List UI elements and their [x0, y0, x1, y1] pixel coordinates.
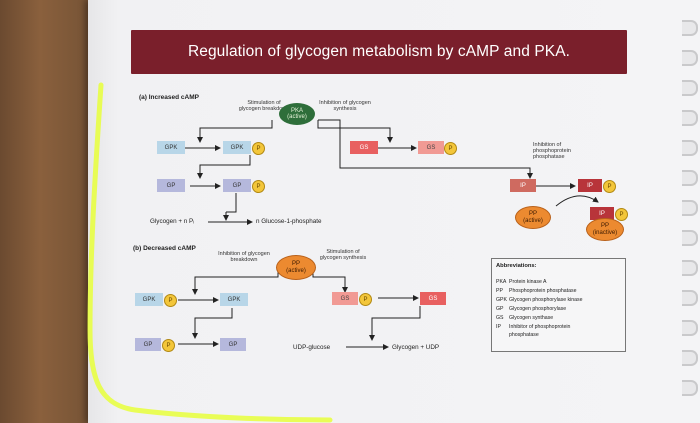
- section-a-heading: (a) Increased cAMP: [139, 94, 199, 101]
- abbr-key: IP: [496, 324, 501, 330]
- gp-p-box-b: GP: [135, 338, 161, 351]
- glucose-1-phosphate-text: n Glucose-1-phosphate: [256, 218, 322, 225]
- abbreviation-row: GP Glycogen phosphorylase: [496, 306, 566, 312]
- gpk-p-box-b: GPK: [135, 293, 163, 306]
- gp-p-box: GP: [223, 179, 251, 192]
- binder-ring: [682, 320, 698, 336]
- binder-ring: [682, 230, 698, 246]
- abbr-key: PP: [496, 288, 503, 294]
- gp-box: GP: [157, 179, 185, 192]
- glycogen-udp-text: Glycogen + UDP: [392, 344, 440, 351]
- abbreviation-row: phosphatase: [496, 332, 539, 338]
- gpk-box: GPK: [157, 141, 185, 154]
- phosphate-icon: P: [444, 142, 457, 155]
- abbr-value: Protein kinase A: [509, 279, 547, 285]
- binder-ring: [682, 80, 698, 96]
- phosphate-icon: P: [615, 208, 628, 221]
- binder-ring: [682, 20, 698, 36]
- binder-ring: [682, 260, 698, 276]
- udp-glucose-text: UDP-glucose: [293, 344, 331, 351]
- ip-p-bound-box: IP: [590, 207, 614, 220]
- abbreviation-row: PP Phosphoprotein phosphatase: [496, 288, 577, 294]
- page-title: Regulation of glycogen metabolism by cAM…: [187, 43, 571, 60]
- gpk-box-b: GPK: [220, 293, 248, 306]
- binder-ring: [682, 290, 698, 306]
- abbr-value: Phosphoprotein phosphatase: [509, 288, 577, 294]
- title-banner: Regulation of glycogen metabolism by cAM…: [131, 30, 627, 74]
- pp-label: PP: [291, 261, 300, 268]
- gs-box-b: GS: [420, 292, 446, 305]
- abbr-value: Glycogen phosphorylase kinase: [509, 297, 583, 303]
- ip-p-box: IP: [578, 179, 602, 192]
- pp-active-node-b: PP (active): [276, 255, 316, 280]
- binder-ring: [682, 200, 698, 216]
- abbreviations-heading: Abbreviations:: [496, 263, 537, 269]
- label-inhibition-breakdown: Inhibition of glycogen breakdown: [218, 251, 270, 263]
- phosphate-icon: P: [162, 339, 175, 352]
- pp-state: (inactive): [592, 229, 618, 236]
- abbreviation-row: GS Glycogen synthase: [496, 315, 553, 321]
- pka-state: (active): [287, 114, 307, 120]
- gs-box: GS: [350, 141, 378, 154]
- pka-active-node: PKA (active): [279, 103, 315, 125]
- binder-ring: [682, 50, 698, 66]
- pp-state: (active): [286, 267, 306, 274]
- gp-box-b: GP: [220, 338, 246, 351]
- abbr-key: GPK: [496, 297, 507, 303]
- gpk-p-box: GPK: [223, 141, 251, 154]
- pp-label: PP: [600, 223, 609, 230]
- phosphate-icon: P: [252, 180, 265, 193]
- abbr-value: Glycogen synthase: [509, 315, 554, 321]
- binder-ring: [682, 380, 698, 396]
- abbr-value: Inhibitor of phosphoprotein: [509, 324, 571, 330]
- label-inhibition-ppi: Inhibition of phosphoprotein phosphatase: [533, 142, 571, 160]
- glycogen-np-text: Glycogen + n Pᵢ: [150, 218, 195, 225]
- phosphate-icon: P: [164, 294, 177, 307]
- label-stimulation-breakdown: Stimulation of glycogen breakdown: [238, 100, 290, 112]
- binder-rings: [680, 0, 700, 423]
- label-stimulation-synthesis: Stimulation of glycogen synthesis: [319, 249, 367, 261]
- binder-ring: [682, 140, 698, 156]
- gs-p-box-b: GS: [332, 292, 358, 305]
- abbr-value: Glycogen phosphorylase: [509, 306, 567, 312]
- abbr-key: GP: [496, 306, 504, 312]
- pp-inactive-node: PP (inactive): [586, 218, 624, 241]
- phosphate-icon: P: [603, 180, 616, 193]
- abbr-value: phosphatase: [509, 332, 539, 338]
- pp-state: (active): [523, 217, 543, 224]
- binder-ring: [682, 350, 698, 366]
- label-inhibition-synthesis: Inhibition of glycogen synthesis: [319, 100, 371, 112]
- phosphate-icon: P: [359, 293, 372, 306]
- binder-ring: [682, 110, 698, 126]
- section-b-heading: (b) Decreased cAMP: [133, 245, 196, 252]
- binder-ring: [682, 170, 698, 186]
- ip-box: IP: [510, 179, 536, 192]
- abbr-key: GS: [496, 315, 504, 321]
- pp-label: PP: [528, 211, 537, 218]
- pp-active-node: PP (active): [515, 206, 551, 229]
- abbr-key: PKA: [496, 279, 507, 285]
- gs-p-box: GS: [418, 141, 444, 154]
- pka-label: PKA: [290, 107, 303, 114]
- phosphate-icon: P: [252, 142, 265, 155]
- abbreviation-row: IP Inhibitor of phosphoprotein: [496, 324, 570, 330]
